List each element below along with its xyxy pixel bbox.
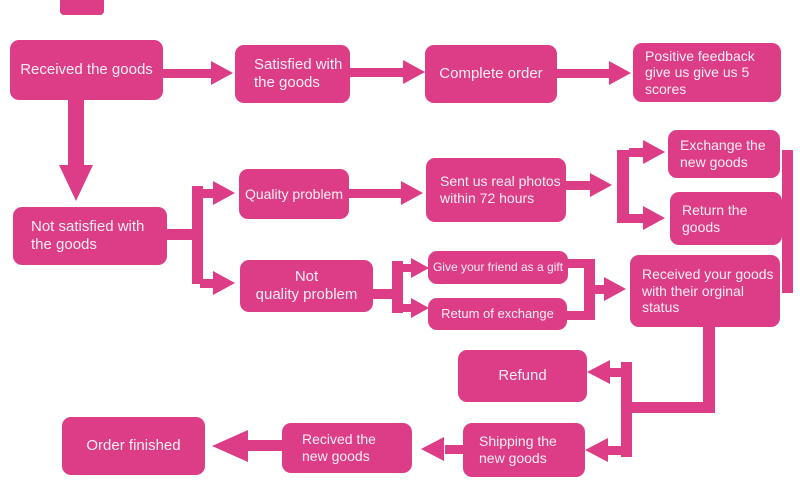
- arrow-shaft-shipping-to-recived: [445, 445, 463, 454]
- arrowhead-right-icon: [211, 61, 233, 85]
- arrow-shaft-received-to-satisfied: [163, 69, 211, 78]
- arrowhead-right-icon: [401, 181, 423, 205]
- arrow-shaft-quality-to-sent: [349, 189, 401, 198]
- connector-gift-right: [566, 259, 595, 268]
- arrowhead-down-icon: [59, 165, 93, 201]
- arrow-shaft-to-shipping: [608, 446, 622, 455]
- arrow-shaft-to-return: [629, 214, 645, 223]
- node-shipping-new-goods: Shipping the new goods: [463, 423, 585, 477]
- node-retum-of-exchange: Retum of exchange: [428, 298, 567, 330]
- arrow-shaft-to-retum: [403, 304, 413, 312]
- node-return-the-goods: Return the goods: [670, 192, 782, 245]
- arrow-shaft-received-down: [68, 98, 84, 168]
- arrowhead-left-icon: [587, 360, 610, 384]
- arrowhead-right-icon: [604, 277, 626, 301]
- arrowhead-right-icon: [403, 60, 425, 84]
- node-quality-problem: Quality problem: [239, 169, 349, 219]
- connector-recorig-down: [703, 327, 715, 413]
- connector-right-vertical: [782, 150, 793, 293]
- arrowhead-right-icon: [643, 206, 665, 230]
- connector-notsat-right: [165, 229, 195, 240]
- node-give-friend-gift: Give your friend as a gift: [428, 251, 568, 284]
- connector-bottom-horizontal: [621, 402, 715, 413]
- connector-notsat-vertical: [192, 186, 203, 284]
- node-partial-top: [60, 0, 104, 15]
- arrowhead-left-icon: [421, 437, 444, 461]
- arrowhead-right-icon: [609, 61, 631, 85]
- arrowhead-right-icon: [590, 173, 612, 197]
- node-refund: Refund: [458, 350, 587, 402]
- node-received-the-goods: Received the goods: [10, 40, 163, 100]
- connector-retum-right: [565, 311, 595, 320]
- node-complete-order: Complete order: [425, 45, 557, 103]
- node-received-original-status: Received your goods with their orginal s…: [630, 255, 780, 327]
- connector-refund-shipping-vertical: [621, 362, 632, 457]
- connector-exchange-return-vertical: [617, 150, 629, 223]
- arrow-shaft-complete-to-positive: [557, 69, 609, 78]
- node-not-quality-problem: Not quality problem: [240, 260, 373, 312]
- connector-merge-vertical: [584, 259, 595, 320]
- arrowhead-right-icon: [213, 181, 235, 205]
- arrow-shaft-to-refund: [610, 368, 622, 377]
- arrow-shaft-to-received-original: [595, 285, 604, 294]
- arrow-shaft-satisfied-to-complete: [350, 68, 403, 77]
- node-sent-real-photos: Sent us real photos within 72 hours: [426, 158, 566, 222]
- connector-gift-vertical: [392, 261, 403, 313]
- node-positive-feedback: Positive feedback give us give us 5 scor…: [633, 43, 781, 102]
- arrow-shaft-to-notquality: [200, 279, 213, 288]
- node-order-finished: Order finished: [62, 417, 205, 475]
- arrow-shaft-to-exchange: [629, 148, 645, 157]
- node-not-satisfied: Not satisfied with the goods: [13, 207, 167, 265]
- arrow-shaft-recived-to-finished: [248, 440, 282, 451]
- node-exchange-new-goods: Exchange the new goods: [668, 130, 780, 178]
- arrow-shaft-sent-to-junction: [564, 181, 590, 190]
- arrowhead-right-icon: [213, 271, 235, 295]
- arrowhead-right-icon: [643, 140, 665, 164]
- arrowhead-right-icon: [411, 258, 429, 278]
- arrowhead-right-icon: [411, 298, 429, 318]
- node-recived-new-goods: Recived the new goods: [282, 423, 412, 473]
- arrow-shaft-to-quality: [200, 189, 213, 198]
- arrowhead-left-icon: [212, 430, 248, 462]
- arrowhead-left-icon: [585, 438, 608, 462]
- arrow-shaft-to-gift: [403, 264, 413, 272]
- node-satisfied-with-goods: Satisfied with the goods: [235, 45, 350, 103]
- connector-notquality-right: [371, 289, 392, 299]
